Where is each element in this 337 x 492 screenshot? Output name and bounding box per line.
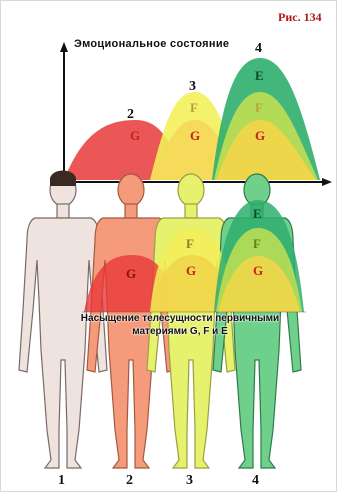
body-3-f-letter: F xyxy=(186,236,194,251)
y-axis-arrow xyxy=(60,42,68,52)
stage-number-2: 2 xyxy=(126,473,133,488)
figure-label: Рис. 134 xyxy=(278,10,322,25)
curve-4-e-letter: E xyxy=(255,68,264,83)
stage-number-1: 1 xyxy=(58,473,65,488)
curve-4-g-letter: G xyxy=(255,128,265,143)
curve-number-4: 4 xyxy=(255,41,262,56)
curve-3-f-letter: F xyxy=(190,100,198,115)
stage-number-3: 3 xyxy=(186,473,193,488)
body-4-g-letter: G xyxy=(253,263,263,278)
curve-number-2: 2 xyxy=(127,107,134,122)
caption-line-1: Насыщение телесущности первичными xyxy=(60,312,300,325)
curve-number-3: 3 xyxy=(189,79,196,94)
stage-number-4: 4 xyxy=(252,473,259,488)
caption: Насыщение телесущности первичными матери… xyxy=(60,312,300,338)
curve-3-g-letter: G xyxy=(190,128,200,143)
body-4-f-letter: F xyxy=(253,236,261,251)
body-2-g-letter: G xyxy=(126,266,136,281)
curve-4-f-letter: F xyxy=(255,100,263,115)
caption-line-2: материями G, F и E xyxy=(60,325,300,338)
chart-title: Эмоциональное состояние xyxy=(74,38,229,50)
x-axis-arrow xyxy=(322,178,332,186)
body-3-g-letter: G xyxy=(186,263,196,278)
body-4-e-letter: E xyxy=(253,206,262,221)
emotion-chart: 2 3 4 G F G E F G xyxy=(60,41,332,186)
curve-2-g-letter: G xyxy=(130,128,140,143)
